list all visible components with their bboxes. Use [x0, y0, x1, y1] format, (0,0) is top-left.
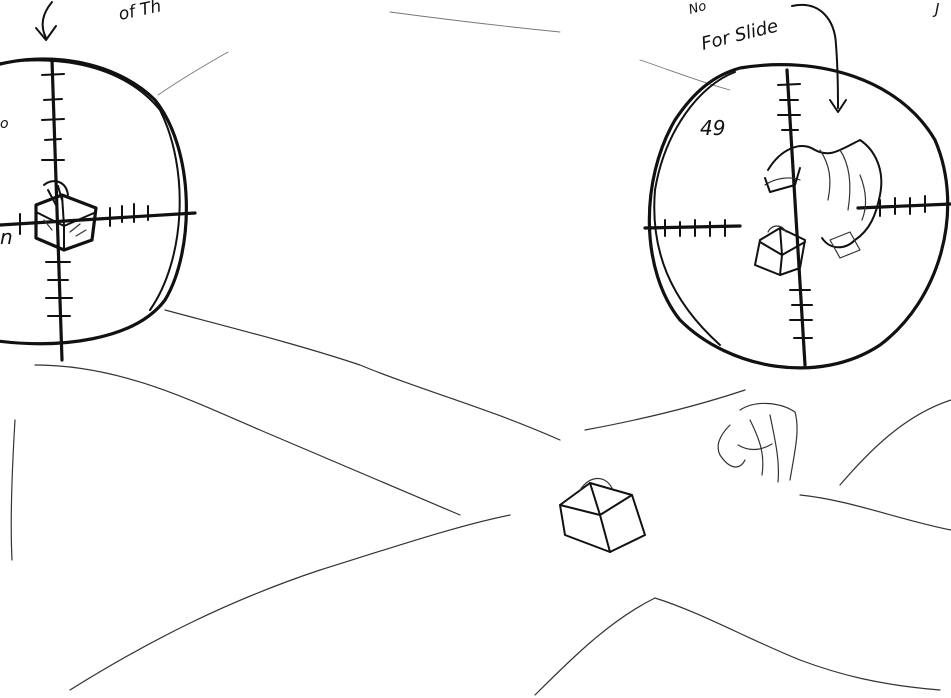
- right-scope-circle-inner: [654, 72, 735, 345]
- right-annotation: No For Slide J: [687, 0, 939, 112]
- ridge-line-top: [158, 52, 228, 95]
- right-scope-target-figure: [765, 140, 881, 258]
- ridge-line-top-right: [640, 60, 730, 90]
- left-scope-target-box: [36, 181, 96, 250]
- hill-line-right: [585, 390, 745, 430]
- right-scope-number: 49: [700, 116, 725, 140]
- top-right-edge-mark: J: [932, 0, 939, 18]
- ground-figure: [718, 403, 797, 482]
- mountain-bottom-right: [535, 598, 940, 695]
- ground-box: [560, 478, 645, 552]
- sky-line-top: [390, 12, 560, 32]
- top-left-note: of Th: [117, 0, 163, 25]
- left-scope-edge-mark: n: [0, 225, 13, 249]
- terrain-lines: [11, 12, 951, 695]
- hill-line-left-lower: [35, 365, 460, 515]
- right-scope-circle: [649, 65, 947, 368]
- left-scope-circle: [0, 59, 186, 344]
- right-annotation-arrow: [792, 5, 838, 108]
- left-scope-horizontal-crosshair: [0, 213, 195, 225]
- right-scope-horizontal-crosshair-right: [858, 204, 951, 208]
- valley-line-bottom: [70, 515, 510, 690]
- left-scope-mark: o: [0, 116, 9, 132]
- top-right-note-line1: No: [687, 0, 708, 18]
- valley-line-right: [800, 495, 951, 530]
- hill-line-left-edge: [11, 420, 15, 560]
- left-annotation: of Th: [36, 0, 163, 40]
- hill-line-right-far: [840, 400, 951, 485]
- left-scope: o n: [0, 59, 195, 360]
- top-right-note-line2: For Slide: [699, 16, 780, 55]
- right-scope: 49: [645, 65, 951, 368]
- hill-line-left-upper: [165, 310, 560, 440]
